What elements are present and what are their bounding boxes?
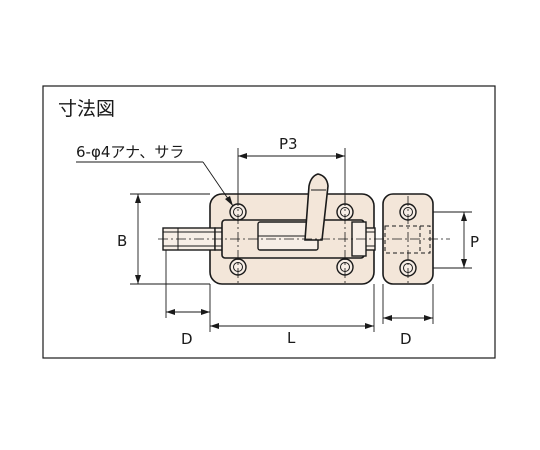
drawing-frame: [42, 85, 496, 359]
dimension-label-d-right: D: [400, 330, 412, 348]
mounting-hole-top-left: [229, 203, 247, 221]
dimension-l: [210, 284, 375, 332]
dimension-label-p: P: [470, 233, 479, 251]
dimension-b: [130, 193, 210, 285]
dimension-label-l: L: [287, 329, 296, 347]
hole-note: 6-φ4アナ、サラ: [76, 143, 184, 161]
hole-note-leader: [76, 161, 234, 207]
bolt-handle: [304, 173, 329, 241]
dimension-d-right: [382, 284, 434, 324]
dimension-label-p3: P3: [279, 135, 298, 153]
dimension-label-b: B: [117, 232, 127, 250]
dimension-label-d-left: D: [181, 330, 193, 348]
drawing-title: 寸法図: [58, 98, 115, 120]
dimension-p3: [237, 148, 346, 204]
dimension-p: [433, 211, 472, 269]
dimension-d-left: [165, 250, 211, 332]
center-lines: [158, 196, 450, 284]
